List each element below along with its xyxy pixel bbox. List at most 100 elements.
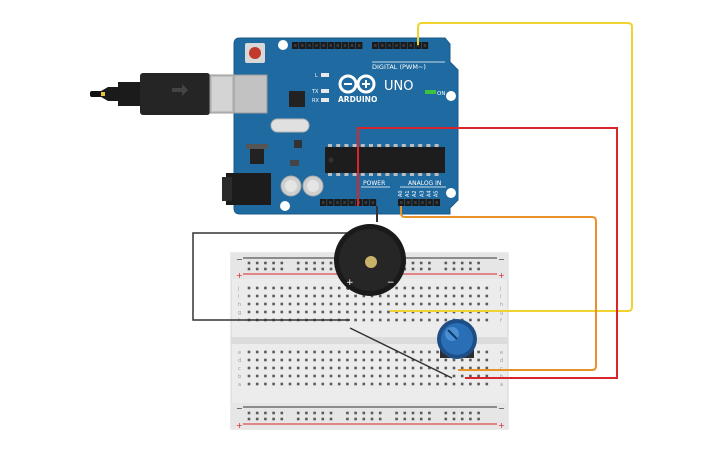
breadboard-hole[interactable] (321, 294, 325, 298)
breadboard-hole[interactable] (395, 366, 398, 370)
breadboard-hole[interactable] (370, 366, 374, 370)
rail-hole[interactable] (255, 267, 259, 271)
breadboard-hole[interactable] (305, 350, 308, 354)
breadboard-hole[interactable] (337, 350, 341, 354)
breadboard-hole[interactable] (387, 310, 390, 314)
breadboard-hole[interactable] (395, 358, 398, 362)
breadboard-hole[interactable] (288, 382, 292, 386)
breadboard-hole[interactable] (469, 286, 472, 290)
breadboard-hole[interactable] (337, 294, 341, 298)
breadboard-hole[interactable] (469, 382, 472, 386)
breadboard-hole[interactable] (272, 350, 275, 354)
breadboard-hole[interactable] (403, 366, 407, 370)
rail-hole[interactable] (305, 267, 308, 271)
rail-hole[interactable] (419, 261, 423, 265)
breadboard-hole[interactable] (264, 310, 267, 314)
breadboard-hole[interactable] (444, 318, 448, 322)
breadboard-hole[interactable] (411, 294, 415, 298)
breadboard-hole[interactable] (255, 310, 259, 314)
wire-red[interactable] (357, 127, 618, 379)
breadboard-hole[interactable] (452, 366, 456, 370)
breadboard-hole[interactable] (378, 302, 382, 306)
rail-hole[interactable] (428, 267, 431, 271)
breadboard-hole[interactable] (346, 350, 349, 354)
breadboard-hole[interactable] (419, 366, 423, 370)
breadboard-hole[interactable] (403, 318, 407, 322)
rail-hole[interactable] (321, 417, 325, 421)
rail-hole[interactable] (264, 411, 267, 415)
breadboard-hole[interactable] (280, 350, 284, 354)
rail-hole[interactable] (378, 417, 382, 421)
breadboard-hole[interactable] (255, 286, 259, 290)
breadboard-hole[interactable] (444, 358, 448, 362)
rail-hole[interactable] (272, 261, 275, 265)
breadboard-hole[interactable] (321, 302, 325, 306)
breadboard-hole[interactable] (370, 310, 374, 314)
breadboard-hole[interactable] (469, 302, 472, 306)
breadboard-hole[interactable] (436, 374, 439, 378)
breadboard-hole[interactable] (280, 382, 284, 386)
rail-hole[interactable] (469, 417, 472, 421)
rail-hole[interactable] (477, 261, 480, 265)
rail-hole[interactable] (395, 417, 398, 421)
breadboard-hole[interactable] (378, 374, 382, 378)
breadboard-hole[interactable] (321, 374, 325, 378)
rail-hole[interactable] (419, 267, 423, 271)
breadboard-hole[interactable] (444, 302, 448, 306)
breadboard-hole[interactable] (485, 366, 489, 370)
wire-yellow[interactable] (390, 22, 633, 312)
rail-hole[interactable] (370, 417, 374, 421)
breadboard-hole[interactable] (305, 286, 308, 290)
breadboard-hole[interactable] (411, 286, 415, 290)
breadboard-hole[interactable] (378, 382, 382, 386)
rail-hole[interactable] (247, 411, 251, 415)
rail-hole[interactable] (313, 411, 316, 415)
breadboard-hole[interactable] (436, 382, 439, 386)
breadboard-hole[interactable] (469, 366, 472, 370)
breadboard-hole[interactable] (395, 302, 398, 306)
breadboard-hole[interactable] (288, 286, 292, 290)
breadboard-hole[interactable] (321, 350, 325, 354)
breadboard-hole[interactable] (485, 382, 489, 386)
breadboard-hole[interactable] (428, 350, 431, 354)
rail-hole[interactable] (477, 267, 480, 271)
rail-hole[interactable] (460, 261, 464, 265)
breadboard-hole[interactable] (288, 302, 292, 306)
breadboard-hole[interactable] (337, 374, 341, 378)
breadboard-hole[interactable] (247, 310, 251, 314)
breadboard-hole[interactable] (395, 294, 398, 298)
rail-hole[interactable] (255, 411, 259, 415)
rail-hole[interactable] (411, 411, 415, 415)
rail-hole[interactable] (255, 417, 259, 421)
breadboard-hole[interactable] (485, 374, 489, 378)
rail-hole[interactable] (444, 261, 448, 265)
breadboard-hole[interactable] (305, 366, 308, 370)
breadboard-hole[interactable] (362, 310, 366, 314)
breadboard-hole[interactable] (255, 302, 259, 306)
breadboard-hole[interactable] (305, 294, 308, 298)
breadboard-hole[interactable] (485, 294, 489, 298)
rail-hole[interactable] (321, 267, 325, 271)
breadboard-hole[interactable] (387, 302, 390, 306)
rail-hole[interactable] (403, 411, 407, 415)
breadboard-hole[interactable] (378, 366, 382, 370)
breadboard-hole[interactable] (264, 294, 267, 298)
breadboard-hole[interactable] (444, 374, 448, 378)
rail-hole[interactable] (272, 417, 275, 421)
rail-hole[interactable] (452, 411, 456, 415)
breadboard-hole[interactable] (346, 294, 349, 298)
breadboard-hole[interactable] (346, 366, 349, 370)
breadboard-hole[interactable] (452, 374, 456, 378)
rail-hole[interactable] (346, 417, 349, 421)
breadboard-hole[interactable] (354, 366, 357, 370)
rail-hole[interactable] (264, 417, 267, 421)
rail-hole[interactable] (296, 261, 300, 265)
rail-hole[interactable] (280, 411, 284, 415)
breadboard-hole[interactable] (346, 374, 349, 378)
rail-hole[interactable] (460, 411, 464, 415)
breadboard-hole[interactable] (321, 310, 325, 314)
breadboard-hole[interactable] (411, 302, 415, 306)
rail-hole[interactable] (296, 417, 300, 421)
breadboard-hole[interactable] (370, 318, 374, 322)
breadboard-hole[interactable] (428, 374, 431, 378)
